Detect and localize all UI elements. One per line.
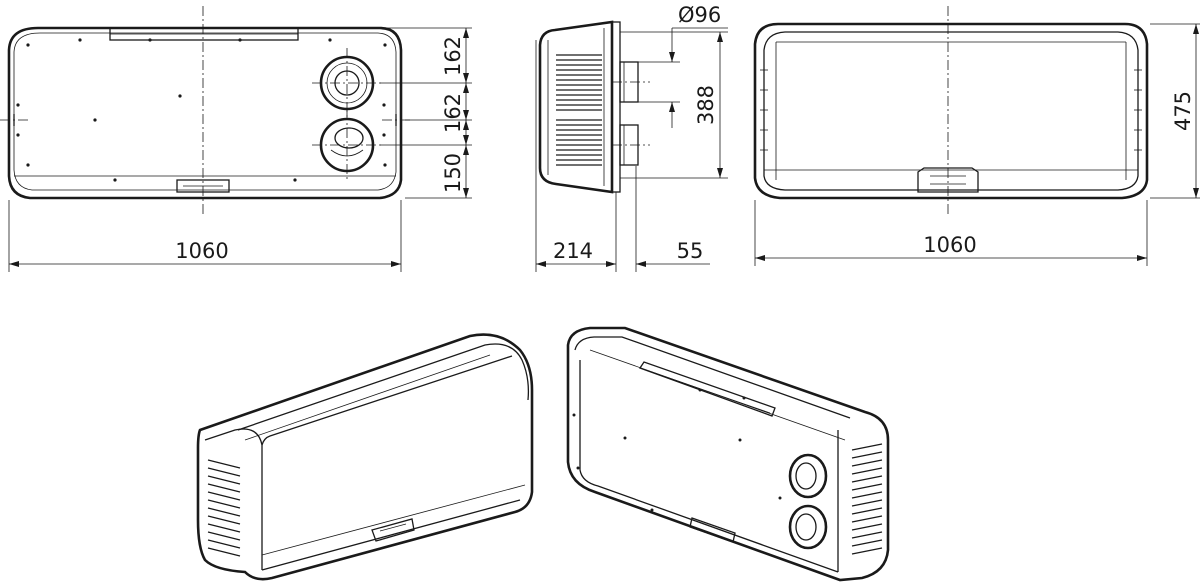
isometric-front-view [196, 333, 534, 581]
pipe-spacing-label: 388 [694, 85, 718, 125]
side-depth-label: 214 [553, 239, 593, 263]
isometric-back-view [566, 326, 890, 582]
fixing-points [16, 38, 387, 182]
front-width-label: 1060 [175, 239, 228, 263]
back-dimensions: 475 1060 [754, 23, 1200, 266]
back-view [753, 6, 1149, 215]
upper-pipe-offset-label: 162 [441, 36, 465, 76]
side-dimensions: Ø96 388 214 55 [535, 3, 728, 272]
front-vertical-dimensions: 162 162 150 [300, 27, 472, 199]
pipe-diameter-label: Ø96 [678, 3, 721, 27]
iso2-louvres [851, 443, 883, 555]
lower-pipe-offset-label: 162 [441, 93, 465, 133]
side-pipe-length-label: 55 [677, 239, 704, 263]
bottom-offset-label: 150 [441, 153, 465, 193]
front-view [0, 6, 410, 215]
overall-height-label: 475 [1171, 91, 1195, 131]
side-view [538, 20, 650, 194]
iso1-louvres [207, 459, 241, 557]
front-width-dimension: 1060 [8, 200, 402, 272]
back-width-label: 1060 [923, 233, 976, 257]
side-louvres [556, 54, 602, 166]
